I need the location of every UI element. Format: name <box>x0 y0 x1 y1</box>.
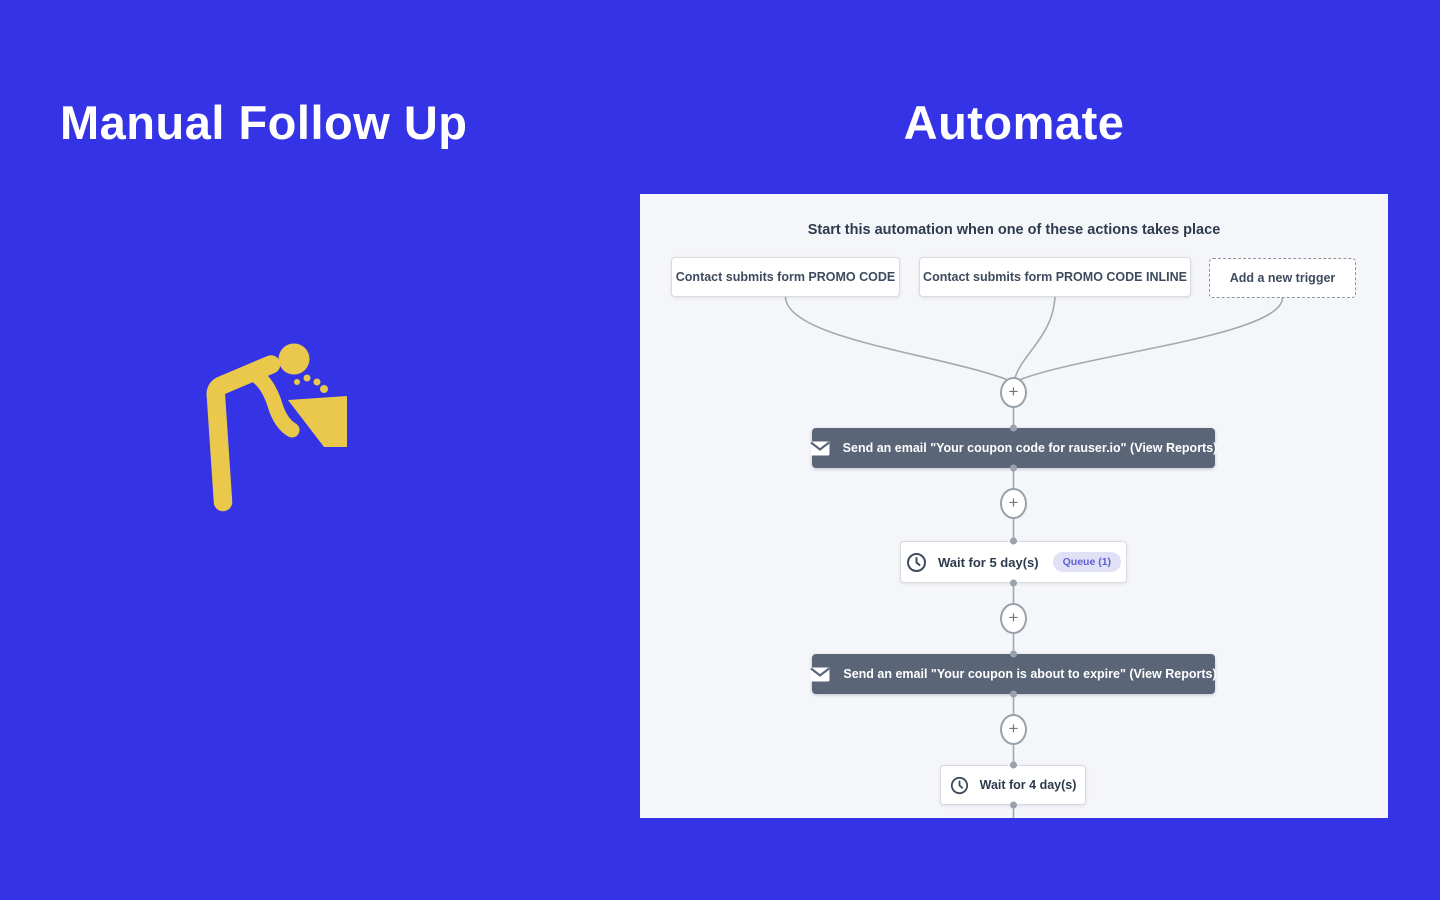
add-node-button-2[interactable]: + <box>1000 487 1027 519</box>
trigger-label: Add a new trigger <box>1229 271 1336 285</box>
automation-panel: Start this automation when one of these … <box>640 194 1388 818</box>
plus-icon: + <box>1008 607 1019 627</box>
step-send-email-coupon-code[interactable]: Send an email "Your coupon code for raus… <box>809 428 1218 468</box>
step-wait-5-days[interactable]: Wait for 5 day(s) Queue (1) <box>900 541 1127 583</box>
drinking-fountain-icon <box>206 343 347 512</box>
step-label: Wait for 4 day(s) <box>979 778 1077 792</box>
step-label: Wait for 5 day(s) <box>937 554 1039 570</box>
clock-icon <box>906 552 927 573</box>
envelope-icon <box>809 441 830 456</box>
add-node-button-4[interactable]: + <box>1000 713 1027 745</box>
plus-icon: + <box>1008 492 1019 512</box>
add-new-trigger-button[interactable]: Add a new trigger <box>1209 258 1356 298</box>
plus-icon: + <box>1008 718 1019 738</box>
manual-follow-up-title: Manual Follow Up <box>60 96 468 149</box>
step-send-email-expire[interactable]: Send an email "Your coupon is about to e… <box>810 654 1217 694</box>
trigger-label: Contact submits form PROMO CODE <box>675 270 896 284</box>
trigger-contact-submits-promo-code[interactable]: Contact submits form PROMO CODE <box>671 257 900 297</box>
step-wait-4-days[interactable]: Wait for 4 day(s) <box>940 765 1086 805</box>
trigger-contact-submits-promo-code-inline[interactable]: Contact submits form PROMO CODE INLINE <box>919 257 1191 297</box>
plus-icon: + <box>1008 382 1019 401</box>
step-label: Send an email "Your coupon is about to e… <box>843 667 1217 681</box>
queue-badge[interactable]: Queue (1) <box>1052 552 1122 572</box>
automation-header: Start this automation when one of these … <box>807 222 1221 238</box>
add-node-button-1[interactable]: + <box>1000 377 1027 408</box>
clock-icon <box>950 776 969 795</box>
trigger-label: Contact submits form PROMO CODE INLINE <box>923 270 1187 284</box>
add-node-button-3[interactable]: + <box>1000 602 1027 634</box>
step-label: Send an email "Your coupon code for raus… <box>842 441 1218 455</box>
automate-title: Automate <box>903 96 1125 149</box>
envelope-icon <box>810 667 831 682</box>
